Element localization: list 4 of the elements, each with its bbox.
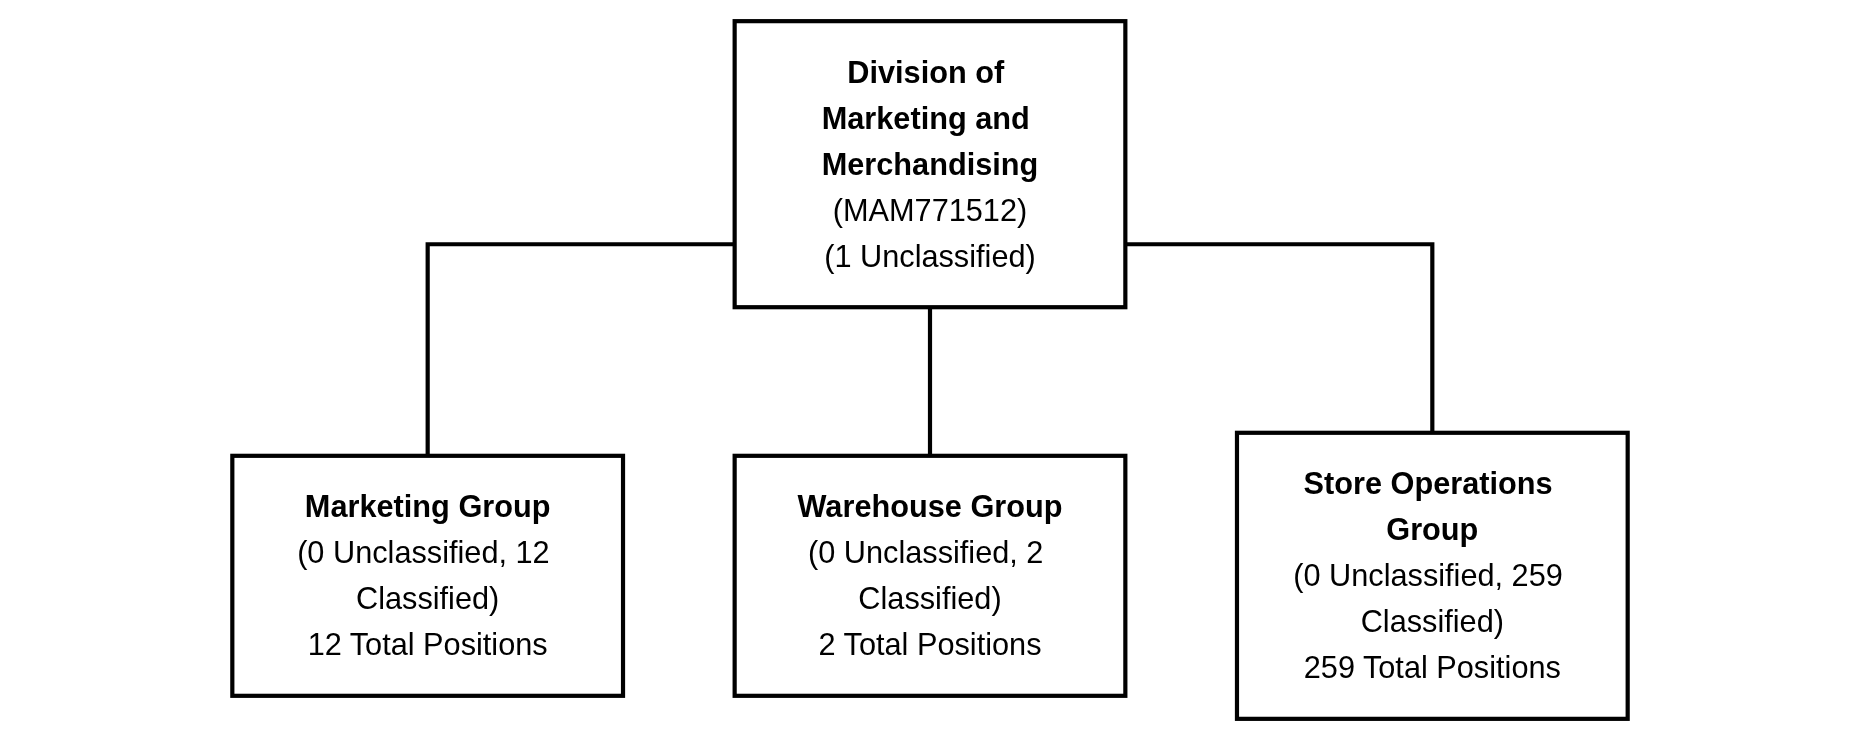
node-box: Store Operations Group (0 Unclassified, 259 Classified) 259 Total Positions — [1234, 430, 1630, 721]
node-box: Marketing Group (0 Unclassified, 12 Classified) 12 Total Positions — [230, 453, 626, 698]
node-box: Division of Marketing and Merchandising (MAM771512) (1 Unclassified) — [732, 19, 1128, 310]
node-box: Warehouse Group (0 Unclassified, 2 Classified) 2 Total Positions — [732, 453, 1128, 698]
